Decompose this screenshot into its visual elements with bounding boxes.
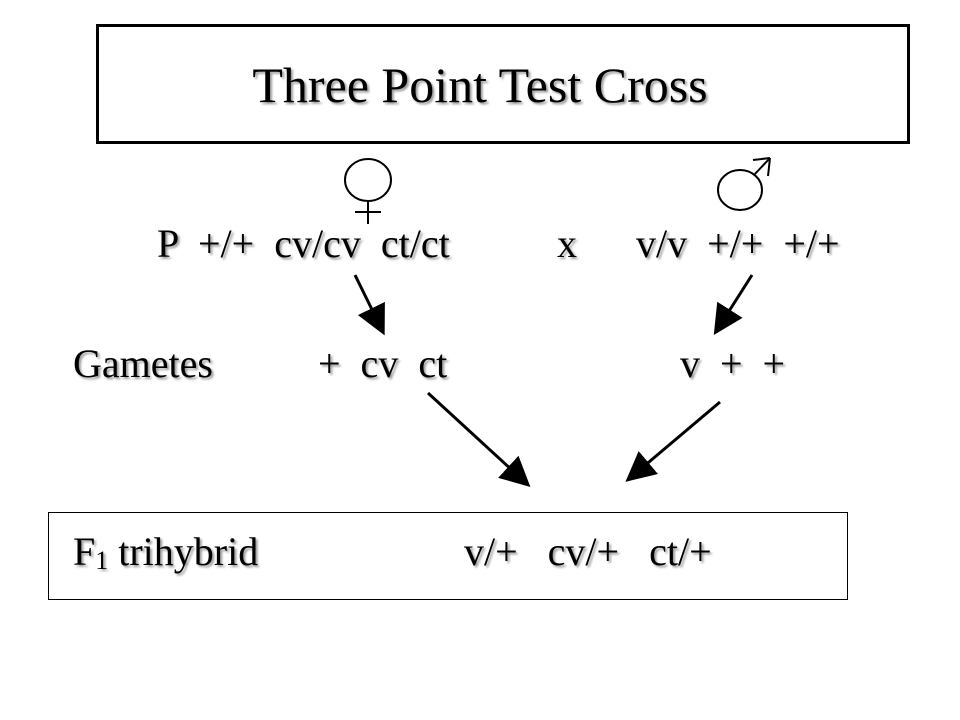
f1-box [48,512,848,600]
female-gamete: + cv ct [318,341,448,386]
arrow-female-to-gamete [353,274,385,336]
female-symbol-icon [344,158,392,224]
page-title: Three Point Test Cross [252,57,708,113]
male-gamete: v + + [680,341,786,386]
f1-label: F1 trihybrid [73,529,259,576]
f1-genotype: v/+ cv/+ ct/+ [464,529,712,574]
parental-male-genotype: v/v +/+ +/+ [636,221,840,266]
male-symbol-icon [717,157,771,211]
parental-label: P [157,221,180,266]
arrow-male-to-gamete [713,274,754,336]
arrow-female-gamete-to-f1 [426,391,531,488]
arrow-male-gamete-to-f1 [625,400,721,482]
gametes-label: Gametes [73,341,213,386]
parental-female-genotype: +/+ cv/cv ct/ct [198,221,450,266]
title-box [96,24,910,144]
cross-symbol: x [557,221,577,266]
